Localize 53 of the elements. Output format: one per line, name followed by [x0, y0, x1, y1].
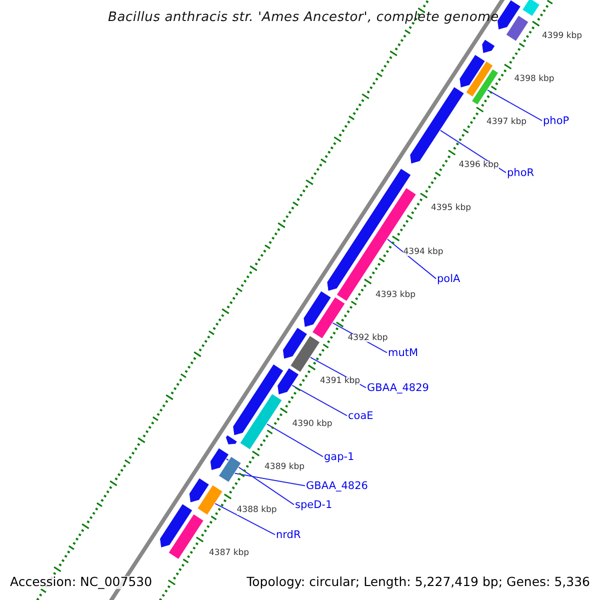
- scale-label: 4391 kbp: [320, 376, 360, 386]
- gene-feature: [277, 367, 300, 396]
- genome-title: Bacillus anthracis str. 'Ames Ancestor', complete genome: [108, 11, 499, 24]
- leader-line: [226, 458, 294, 506]
- gene-feature: [506, 14, 529, 42]
- leader-line: [266, 423, 324, 458]
- scale-label: 4389 kbp: [264, 463, 305, 472]
- scale-label: 4393 kbp: [376, 290, 416, 300]
- gene-label: GBAA_4826: [306, 481, 368, 492]
- gene-label: gap-1: [324, 452, 354, 462]
- gene-label: GBAA_4829: [367, 383, 429, 394]
- leader-line: [386, 238, 436, 280]
- leader-line: [291, 384, 348, 416]
- leader-line: [214, 502, 276, 536]
- gene-feature: [496, 0, 522, 30]
- gene-feature: [168, 514, 204, 560]
- gene-feature: [210, 447, 230, 471]
- gene-feature: [303, 290, 332, 328]
- gene-label: speD-1: [295, 500, 332, 510]
- scale-label: 4387 kbp: [209, 549, 250, 558]
- gene-feature: [225, 434, 238, 445]
- gene-feature: [459, 54, 486, 88]
- gene-feature: [312, 296, 346, 340]
- gene-feature: [481, 38, 496, 54]
- gene-label: coaE: [348, 411, 374, 422]
- gene-feature: [471, 68, 499, 106]
- scale-label: 4397 kbp: [486, 118, 527, 127]
- scale-label: 4388 kbp: [236, 506, 277, 515]
- gene-label: nrdR: [276, 530, 301, 540]
- genome-stats-text: Topology: circular; Length: 5,227,419 bp; Genes: 5,336: [246, 576, 590, 588]
- leader-line: [486, 89, 542, 122]
- gene-label: phoR: [507, 168, 534, 178]
- gene-feature: [282, 326, 308, 360]
- gene-label: phoP: [543, 116, 570, 126]
- scale-label: 4392 kbp: [348, 334, 388, 342]
- scale-label: 4390 kbp: [292, 420, 332, 428]
- gene-label: mutM: [388, 348, 418, 358]
- gene-feature: [466, 60, 494, 98]
- scale-label: 4398 kbp: [514, 75, 554, 84]
- scale-label: 4394 kbp: [403, 248, 444, 256]
- scale-label: 4396 kbp: [458, 161, 499, 170]
- gene-feature: [218, 456, 242, 483]
- gene-feature: [196, 484, 224, 516]
- gene-feature: [290, 335, 320, 373]
- accession-text: Accession: NC_007530: [10, 576, 152, 588]
- scale-label: 4399 kbp: [542, 32, 582, 40]
- gene-feature: [188, 478, 210, 504]
- gene-feature: [239, 393, 283, 450]
- gene-label: polA: [437, 274, 460, 284]
- scale-label: 4395 kbp: [431, 204, 472, 213]
- leader-line: [234, 472, 306, 486]
- gene-feature: [522, 0, 540, 17]
- gene-feature: [159, 503, 193, 548]
